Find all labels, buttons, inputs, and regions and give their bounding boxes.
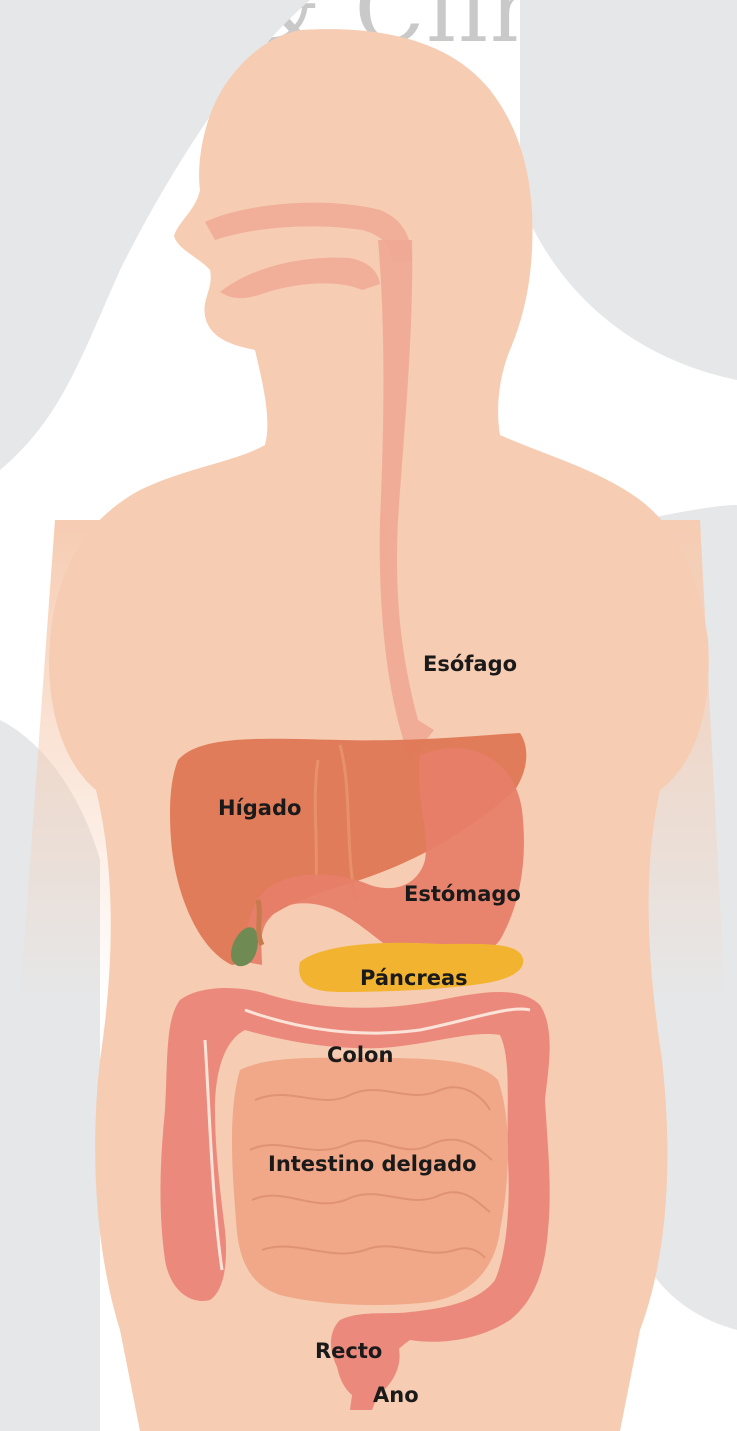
pancreas-label: Páncreas	[360, 966, 468, 990]
colon-label: Colon	[327, 1043, 393, 1067]
left-arm-fade	[20, 520, 160, 1000]
liver-label: Hígado	[218, 796, 301, 820]
anus-label: Ano	[373, 1383, 419, 1407]
esophagus-label: Esófago	[423, 652, 517, 676]
small-intestine-label: Intestino delgado	[268, 1152, 477, 1176]
rectum-label: Recto	[315, 1339, 382, 1363]
stomach-label: Estómago	[404, 882, 521, 906]
background-swirl-right	[520, 0, 737, 380]
